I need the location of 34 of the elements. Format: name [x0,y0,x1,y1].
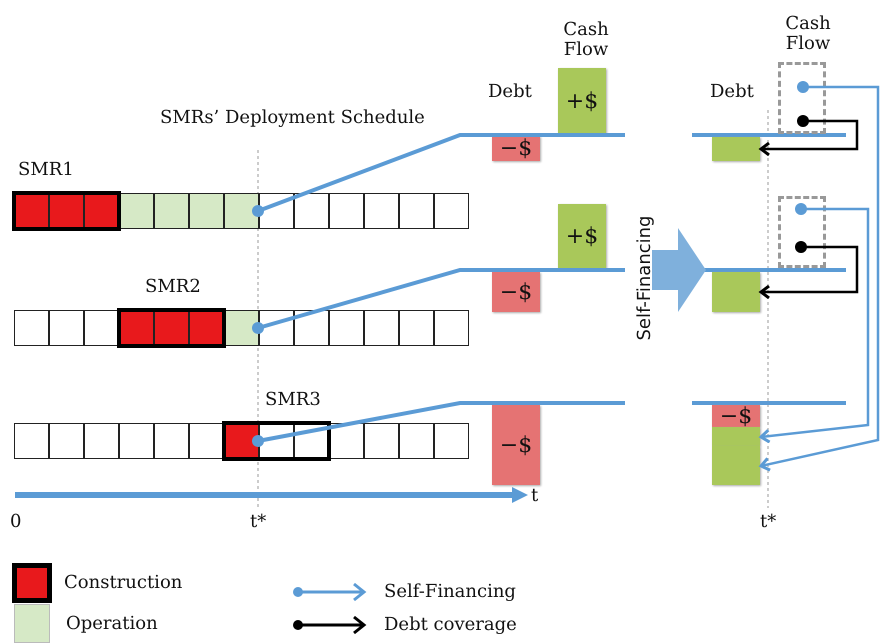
debt-coverage-bar [712,272,760,312]
connector-line [252,268,625,334]
axis-tick-label: t* [760,512,776,532]
column-heading: Debt [488,82,532,102]
row-label: SMR2 [145,277,201,297]
axis-tick-label: 0 [10,512,22,532]
cash-inflow-bar: +$ [558,68,606,134]
connector-line [252,133,625,217]
axis-label: t [531,486,538,506]
debt-bar: −$ [492,136,540,161]
debt-coverage-bar [712,427,760,446]
debt-bar: −$ [492,272,540,312]
legend-label: Operation [66,614,158,634]
arrow [760,203,870,444]
arrow [760,81,880,472]
debt-coverage-bar [712,137,760,161]
schedule-heading: SMRs’ Deployment Schedule [160,108,425,128]
column-heading: Debt [710,82,754,102]
axis-tick-label: t* [250,512,266,532]
legend-label: Self-Financing [384,582,516,602]
debt-bar: −$ [712,405,760,427]
row-label: SMR1 [18,160,74,180]
cash-inflow-bar: +$ [558,204,606,269]
arrow [760,241,858,300]
debt-bar: −$ [492,405,540,485]
column-heading: Cash Flow [784,14,832,54]
connector-line [252,401,625,447]
legend-label: Construction [64,573,182,593]
column-heading: Cash Flow [562,20,610,60]
row-label: SMR3 [265,390,321,410]
debt-coverage-bar [712,446,760,485]
arrow [760,115,858,156]
legend-label: Debt coverage [384,615,517,635]
arrow-label: Self-Financing [635,214,655,342]
